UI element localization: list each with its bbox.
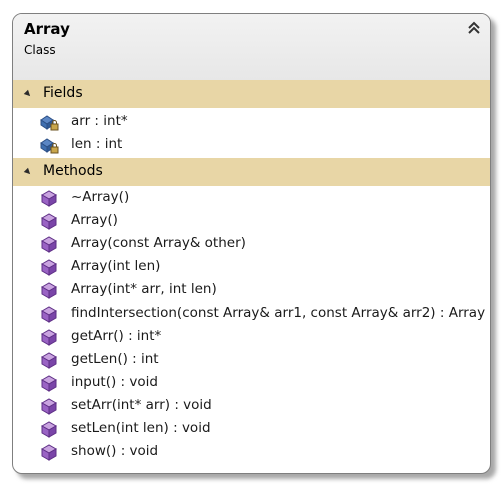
method-icon <box>39 397 59 415</box>
section-methods[interactable]: Methods <box>13 158 490 186</box>
method-icon <box>39 235 59 254</box>
method-icon <box>39 212 59 230</box>
method-icon <box>39 281 59 300</box>
method-icon <box>39 305 59 323</box>
class-shape[interactable]: Array Class Fields arr : int* <box>12 13 491 474</box>
member-text: arr : int* <box>71 113 128 129</box>
method-row[interactable]: Array(int len) <box>39 256 479 278</box>
member-text: input() : void <box>71 373 158 390</box>
expand-triangle-icon <box>23 89 33 99</box>
class-stereotype: Class <box>24 43 56 57</box>
field-len[interactable]: len : int <box>39 134 479 156</box>
method-icon <box>39 374 59 392</box>
member-text: findIntersection(const Array& arr1, cons… <box>71 304 486 321</box>
double-chevron-up-icon <box>468 21 480 34</box>
section-label-methods: Methods <box>43 163 103 179</box>
method-row[interactable]: getLen() : int <box>39 349 479 371</box>
method-row[interactable]: Array() <box>39 210 479 232</box>
method-row[interactable]: findIntersection(const Array& arr1, cons… <box>39 303 485 325</box>
method-icon <box>39 420 59 438</box>
field-icon <box>39 113 59 131</box>
method-row[interactable]: Array(const Array& other) <box>39 233 479 255</box>
member-text: getLen() : int <box>71 350 159 367</box>
member-text: setLen(int len) : void <box>71 420 211 436</box>
method-icon <box>39 328 59 346</box>
member-text: setArr(int* arr) : void <box>71 396 212 413</box>
member-text: Array(int* arr, int len) <box>71 281 217 298</box>
member-text: len : int <box>71 136 123 152</box>
section-label-fields: Fields <box>43 85 83 101</box>
method-row[interactable]: setLen(int len) : void <box>39 418 479 440</box>
member-text: ~Array() <box>71 189 130 205</box>
expand-triangle-icon <box>23 167 33 177</box>
method-row[interactable]: getArr() : int* <box>39 326 479 348</box>
method-icon <box>39 189 59 207</box>
member-text: Array(int len) <box>71 258 161 275</box>
field-arr[interactable]: arr : int* <box>39 111 479 133</box>
method-row[interactable]: Array(int* arr, int len) <box>39 279 479 301</box>
method-row[interactable]: ~Array() <box>39 187 479 209</box>
member-text: Array() <box>71 212 118 229</box>
member-text: getArr() : int* <box>71 327 162 344</box>
method-row[interactable]: input() : void <box>39 372 479 394</box>
collapse-button[interactable] <box>465 20 483 36</box>
field-icon <box>39 136 59 154</box>
method-row[interactable]: show() : void <box>39 441 479 463</box>
method-icon <box>39 258 59 277</box>
class-header: Array Class <box>13 14 490 81</box>
method-icon <box>39 443 59 461</box>
class-name: Array <box>24 20 70 38</box>
section-fields[interactable]: Fields <box>13 80 490 108</box>
member-text: show() : void <box>71 443 159 460</box>
method-row[interactable]: setArr(int* arr) : void <box>39 395 479 417</box>
member-text: Array(const Array& other) <box>71 235 246 252</box>
method-icon <box>39 351 59 369</box>
